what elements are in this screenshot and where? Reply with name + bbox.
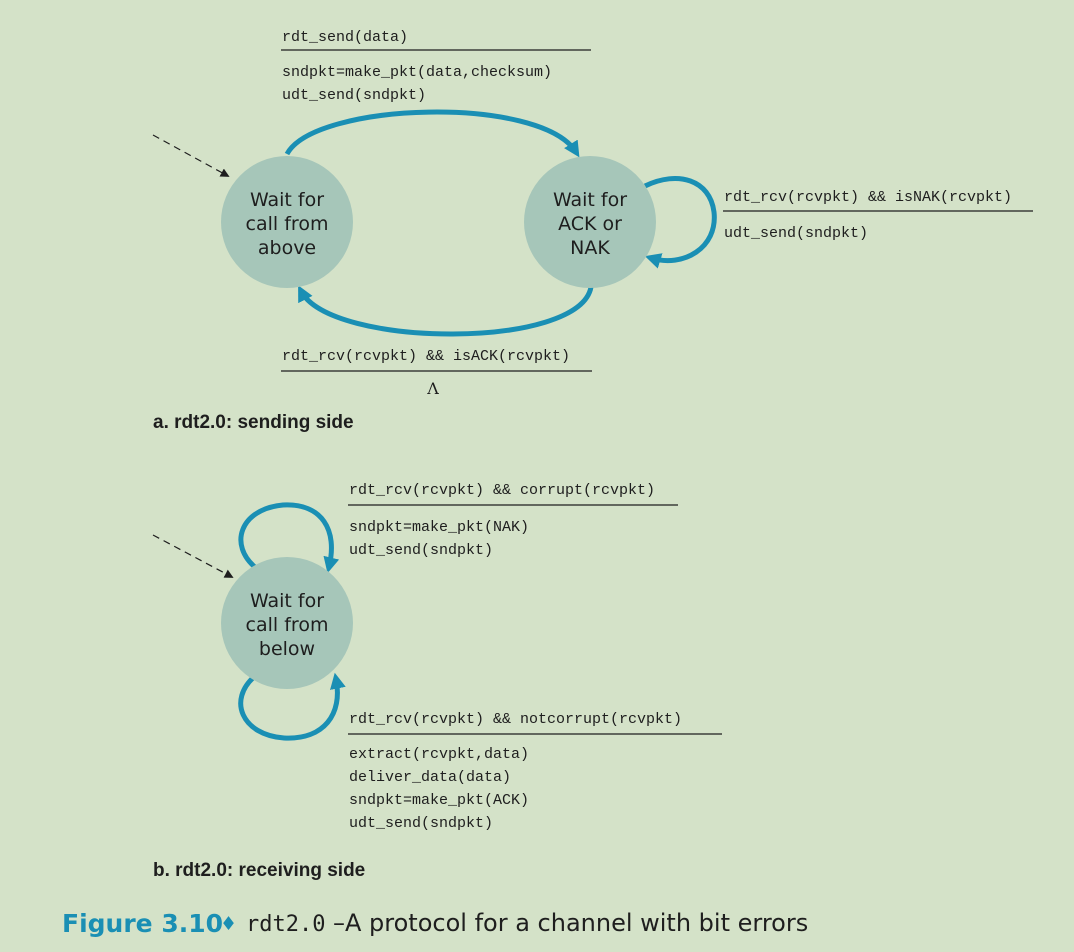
ack-transition-arrow: [298, 285, 594, 337]
lambda-no-action-symbol: Λ: [426, 379, 439, 398]
state-label-line: NAK: [570, 237, 610, 259]
receiving-side-diagram: rdt_rcv(rcvpkt) && corrupt(rcvpkt) sndpk…: [152, 482, 722, 881]
figure-number: Figure 3.10: [62, 909, 223, 938]
notcorrupt-action-label: deliver_data(data): [349, 769, 511, 786]
nak-action-label: udt_send(sndpkt): [724, 225, 868, 242]
send-event-label: rdt_send(data): [282, 29, 408, 46]
state-label-line: ACK or: [558, 213, 622, 235]
caption-protocol-code: rdt2.0: [246, 912, 325, 937]
state-label-line: call from: [246, 213, 329, 235]
notcorrupt-action-label: extract(rcvpkt,data): [349, 746, 529, 763]
corrupt-event-label: rdt_rcv(rcvpkt) && corrupt(rcvpkt): [349, 482, 655, 499]
sending-side-diagram: rdt_send(data) sndpkt=make_pkt(data,chec…: [152, 29, 1033, 433]
notcorrupt-action-label: udt_send(sndpkt): [349, 815, 493, 832]
initial-state-arrow: [152, 534, 234, 578]
caption-description: –A protocol for a channel with bit error…: [333, 909, 808, 937]
nak-self-loop-arrow: [643, 176, 717, 269]
state-label-line: above: [258, 237, 316, 259]
state-wait-for-call-from-above: Wait for call from above: [221, 156, 353, 288]
caption-diamond-separator: ♦: [220, 913, 237, 935]
notcorrupt-action-label: sndpkt=make_pkt(ACK): [349, 792, 529, 809]
notcorrupt-event-label: rdt_rcv(rcvpkt) && notcorrupt(rcvpkt): [349, 711, 682, 728]
corrupt-self-loop-arrow: [238, 502, 340, 574]
state-wait-for-call-from-below: Wait for call from below: [221, 557, 353, 689]
nak-event-label: rdt_rcv(rcvpkt) && isNAK(rcvpkt): [724, 189, 1012, 206]
sending-side-caption: a. rdt2.0: sending side: [153, 412, 354, 433]
state-label-line: Wait for: [553, 189, 627, 211]
figure-caption: Figure 3.10 ♦ rdt2.0 –A protocol for a c…: [62, 909, 808, 938]
notcorrupt-self-loop-arrow: [238, 672, 346, 741]
state-label-line: Wait for: [250, 590, 324, 612]
state-label-line: call from: [246, 614, 329, 636]
state-wait-for-ack-or-nak: Wait for ACK or NAK: [524, 156, 656, 288]
corrupt-action-label: sndpkt=make_pkt(NAK): [349, 519, 529, 536]
send-action-label: udt_send(sndpkt): [282, 87, 426, 104]
state-label-line: Wait for: [250, 189, 324, 211]
initial-state-arrow: [152, 134, 230, 177]
corrupt-action-label: udt_send(sndpkt): [349, 542, 493, 559]
ack-event-label: rdt_rcv(rcvpkt) && isACK(rcvpkt): [282, 348, 570, 365]
state-label-line: below: [259, 638, 315, 660]
receiving-side-caption: b. rdt2.0: receiving side: [153, 860, 365, 881]
send-action-label: sndpkt=make_pkt(data,checksum): [282, 64, 552, 81]
send-transition-arrow: [284, 109, 580, 158]
